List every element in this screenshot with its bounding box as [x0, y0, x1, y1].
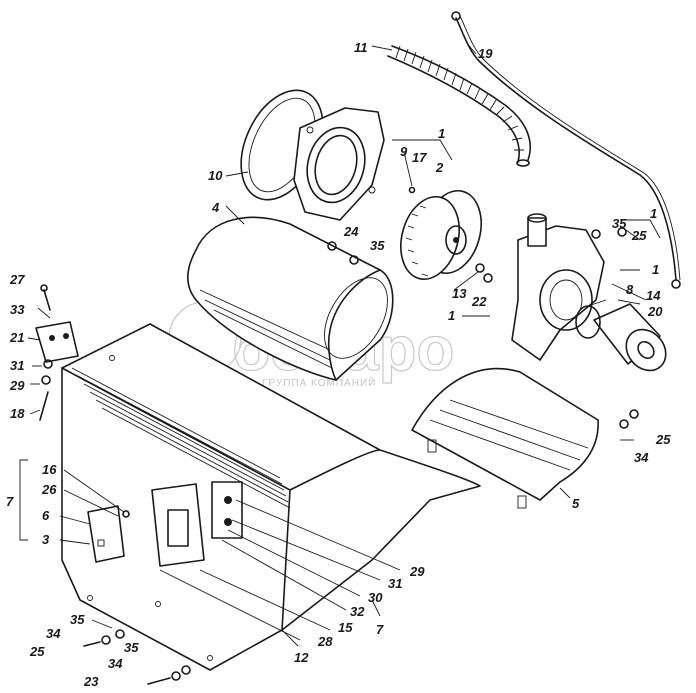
label-35: 35: [612, 216, 627, 231]
label-13: 13: [452, 286, 467, 301]
label-18: 18: [10, 406, 25, 421]
leader-lines: [19, 41, 661, 647]
label-34: 34: [634, 450, 649, 465]
label-1: 1: [448, 308, 455, 323]
label-35: 35: [70, 612, 85, 627]
label-11: 11: [354, 40, 368, 55]
label-27: 27: [9, 272, 25, 287]
part-labels: 11 19 1 9 17 2 10 4 24 35 35 1 25 1 8 14…: [6, 40, 671, 689]
part-15-mount-bracket: [151, 481, 243, 567]
label-28: 28: [317, 634, 333, 649]
label-8: 8: [626, 282, 634, 297]
label-25: 25: [29, 644, 45, 659]
part-3-main-housing: [61, 323, 481, 671]
label-4: 4: [211, 200, 220, 215]
label-6: 6: [42, 508, 50, 523]
label-3: 3: [42, 532, 50, 547]
label-25: 25: [631, 228, 647, 243]
label-5: 5: [572, 496, 580, 511]
part-9-flange-housing: [293, 107, 385, 221]
label-22: 22: [471, 294, 487, 309]
label-19: 19: [478, 46, 493, 61]
fasteners: [39, 227, 639, 685]
part-5-lower-cover: [411, 367, 599, 509]
label-21: 21: [9, 330, 24, 345]
part-11-corrugated-hose: [387, 45, 532, 167]
part-4-heat-exchanger-shell: [186, 216, 394, 381]
label-14: 14: [646, 288, 661, 303]
label-1: 1: [652, 262, 659, 277]
label-33: 33: [10, 302, 25, 317]
label-12: 12: [294, 650, 309, 665]
part-20-electric-motor: [575, 303, 667, 372]
label-2: 2: [435, 160, 444, 175]
label-30: 30: [368, 590, 383, 605]
part-8-motor-bracket: [511, 213, 605, 361]
label-29: 29: [409, 564, 425, 579]
label-35: 35: [124, 640, 139, 655]
label-31: 31: [388, 576, 402, 591]
label-31: 31: [10, 358, 24, 373]
part-21-bracket: [35, 321, 79, 363]
label-16: 16: [42, 462, 57, 477]
label-34: 34: [108, 656, 123, 671]
label-15: 15: [338, 620, 353, 635]
label-32: 32: [350, 604, 365, 619]
part-2-impeller: [400, 186, 482, 281]
label-24: 24: [343, 224, 359, 239]
label-25: 25: [655, 432, 671, 447]
part-6-plate: [87, 505, 125, 563]
label-26: 26: [41, 482, 57, 497]
label-17: 17: [412, 150, 427, 165]
label-23: 23: [83, 674, 99, 689]
label-7: 7: [6, 494, 14, 509]
label-10: 10: [208, 168, 223, 183]
label-9: 9: [400, 144, 408, 159]
watermark-tagline: ГРУППА КОМПАНИЙ: [262, 376, 376, 389]
label-1: 1: [438, 126, 445, 141]
label-20: 20: [647, 304, 663, 319]
label-7: 7: [376, 622, 384, 637]
part-19-fuel-tube: [451, 11, 681, 289]
label-35: 35: [370, 238, 385, 253]
label-34: 34: [46, 626, 61, 641]
label-29: 29: [9, 378, 25, 393]
label-1: 1: [650, 206, 657, 221]
